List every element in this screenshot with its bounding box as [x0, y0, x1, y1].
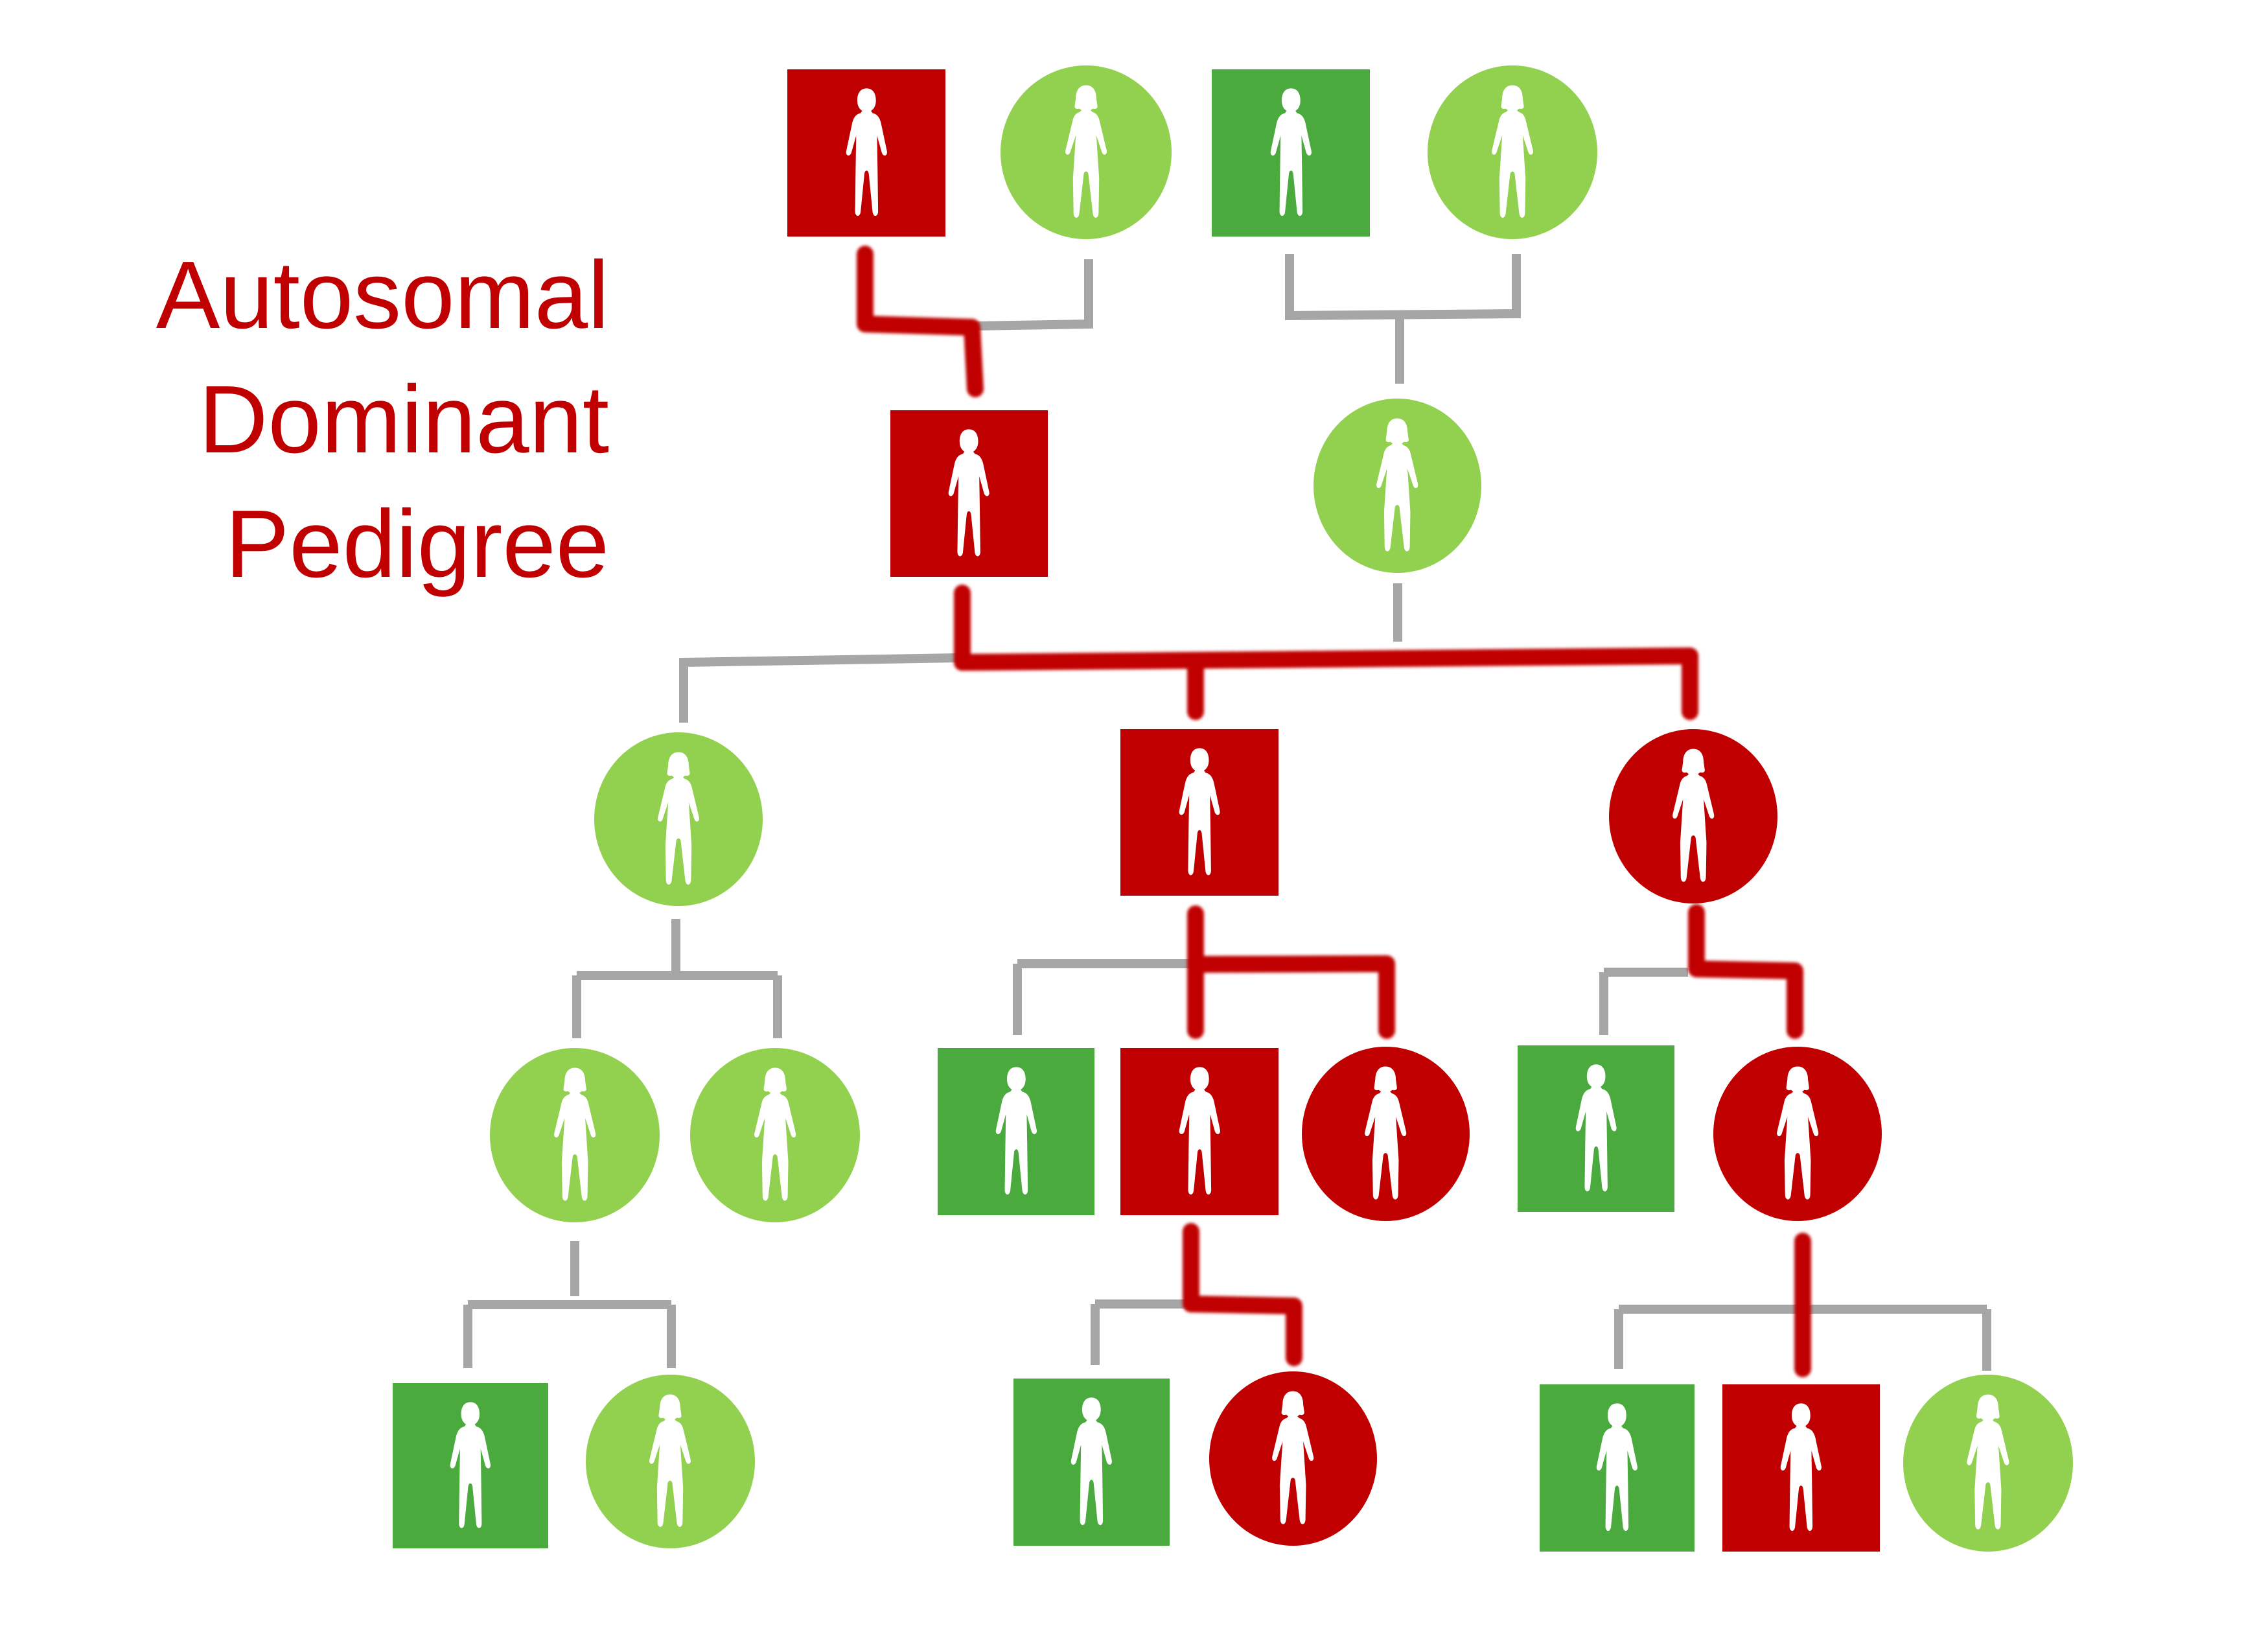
affected-female-iii-3 — [1609, 729, 1777, 903]
female-figure-icon — [1776, 1066, 1819, 1200]
affected-male-iii-2 — [1120, 729, 1279, 896]
affected-female-iv-5 — [1302, 1047, 1470, 1221]
male-figure-icon — [1179, 1067, 1220, 1194]
inheritance-path-line — [1688, 904, 1803, 1039]
affected-male-iv-4 — [1120, 1048, 1279, 1215]
pedigree-title: Autosomal Dominant Pedigree — [26, 233, 609, 607]
female-figure-icon — [1376, 418, 1418, 552]
female-figure-icon — [754, 1067, 796, 1201]
unaffected-male-iv-6 — [1518, 1045, 1674, 1212]
female-figure-icon — [649, 1394, 691, 1527]
female-figure-icon — [1272, 1391, 1314, 1524]
male-figure-icon — [1575, 1064, 1617, 1192]
male-figure-icon — [949, 429, 989, 557]
title-line-2: Dominant — [198, 366, 609, 473]
male-figure-icon — [846, 88, 887, 216]
unaffected-female-i-4 — [1428, 65, 1597, 239]
unaffected-male-v-5 — [1540, 1384, 1695, 1552]
relationship-lines — [463, 254, 1991, 1371]
inheritance-path-line — [1183, 1223, 1302, 1366]
female-figure-icon — [658, 752, 699, 885]
female-figure-icon — [1672, 749, 1715, 882]
affected-male-ii-1 — [890, 410, 1048, 577]
male-figure-icon — [1596, 1403, 1638, 1531]
affected-male-v-6 — [1722, 1384, 1880, 1552]
female-figure-icon — [1967, 1394, 2009, 1530]
male-figure-icon — [450, 1401, 491, 1528]
male-figure-icon — [1780, 1403, 1822, 1531]
unaffected-female-v-2 — [586, 1375, 755, 1548]
title-line-3: Pedigree — [225, 491, 609, 598]
male-figure-icon — [995, 1067, 1037, 1194]
unaffected-female-ii-2 — [1313, 399, 1481, 573]
unaffected-female-v-7 — [1903, 1375, 2073, 1552]
inheritance-path-line — [857, 246, 984, 397]
female-figure-icon — [1065, 85, 1107, 218]
inheritance-path-line — [954, 585, 1698, 720]
unaffected-female-iii-1 — [594, 732, 763, 906]
unaffected-female-iv-1 — [490, 1048, 660, 1222]
male-figure-icon — [1070, 1397, 1113, 1525]
female-figure-icon — [1365, 1066, 1407, 1200]
female-figure-icon — [553, 1067, 596, 1201]
female-figure-icon — [1492, 85, 1533, 218]
unaffected-male-v-3 — [1013, 1379, 1170, 1546]
affected-female-v-4 — [1209, 1371, 1377, 1546]
unaffected-male-iv-3 — [938, 1048, 1094, 1215]
relationship-line — [679, 653, 960, 723]
unaffected-female-iv-2 — [690, 1048, 860, 1222]
affected-male-i-1 — [787, 69, 945, 237]
unaffected-female-i-2 — [1001, 65, 1172, 239]
inheritance-path-line — [1187, 955, 1395, 1039]
affected-female-iv-7 — [1713, 1047, 1882, 1221]
inheritance-path-lines — [857, 246, 1811, 1377]
title-line-1: Autosomal — [156, 242, 609, 349]
unaffected-male-v-1 — [393, 1383, 548, 1548]
relationship-line — [975, 259, 1093, 331]
male-figure-icon — [1179, 748, 1220, 876]
relationship-line — [1285, 254, 1521, 321]
unaffected-male-i-3 — [1212, 69, 1370, 237]
male-figure-icon — [1270, 88, 1312, 216]
